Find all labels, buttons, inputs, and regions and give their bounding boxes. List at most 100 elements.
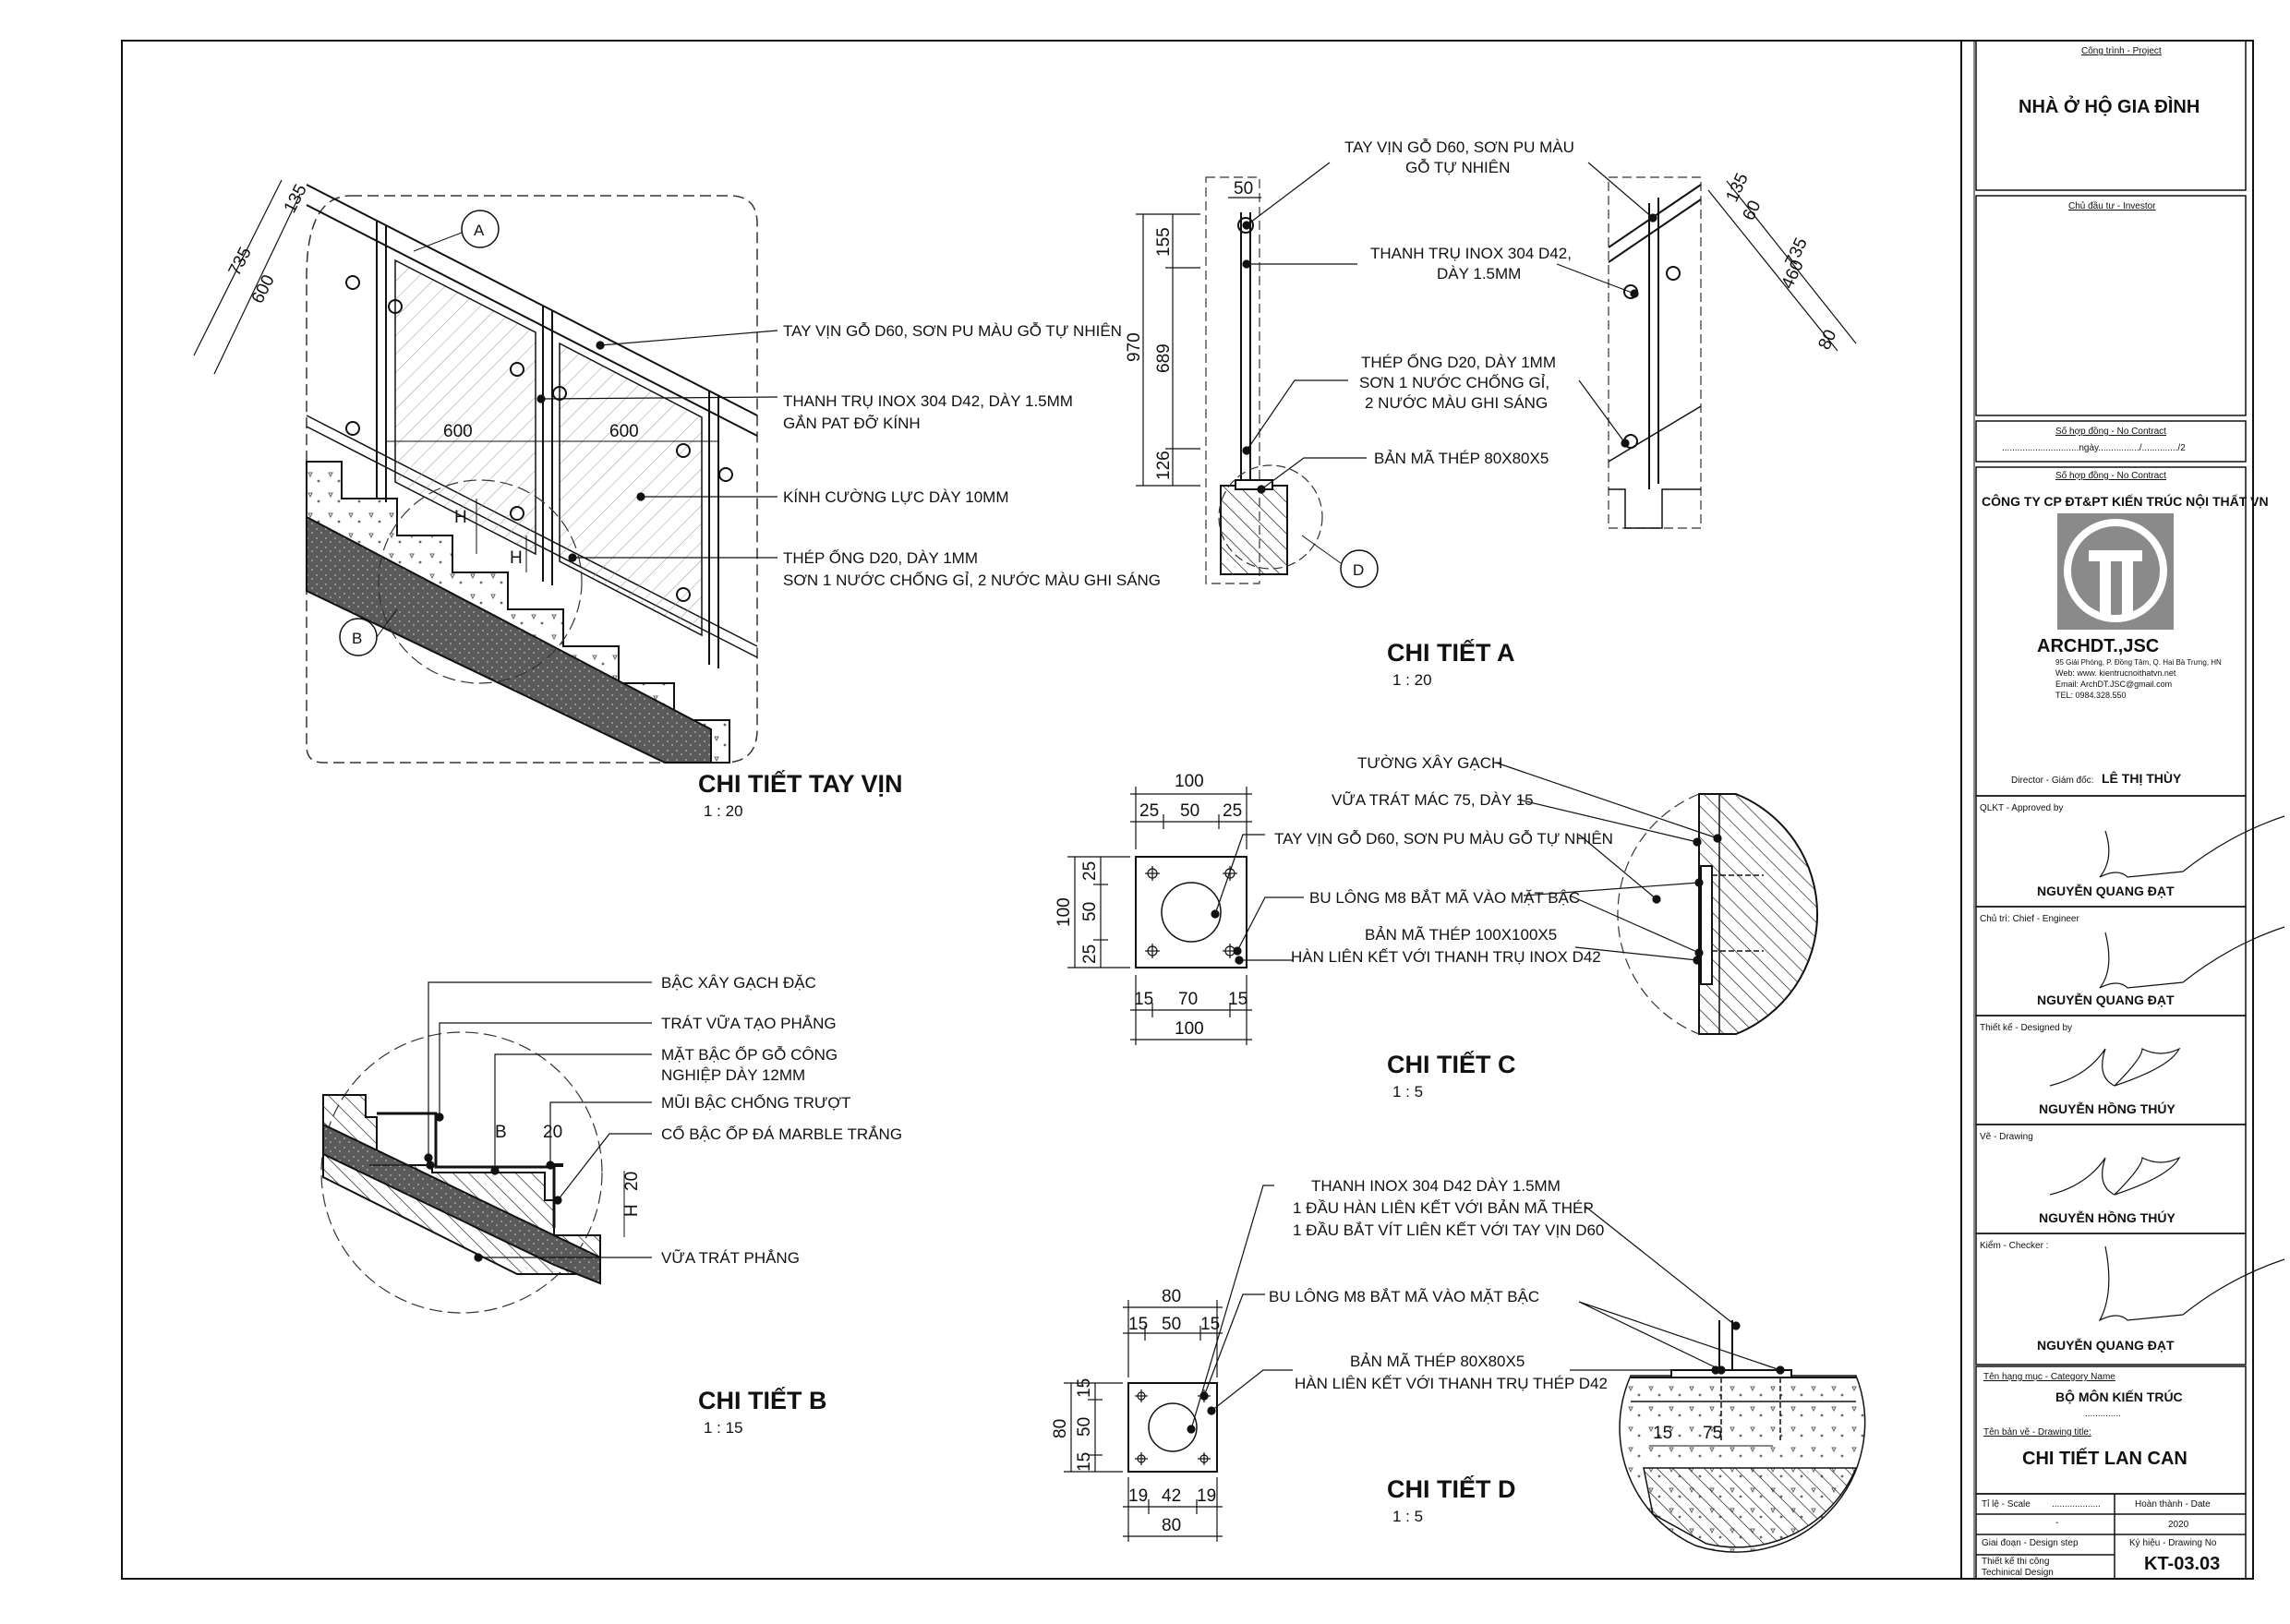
checker-label: Kiểm - Checker :	[1980, 1240, 2048, 1251]
detail-b: B 20 20 H BẬC XÂY GẠCH ĐẶC TRÁT VỮA TẠO …	[320, 974, 902, 1437]
checker-name: NGUYỄN QUANG ĐẠT	[2037, 1338, 2175, 1353]
company-address: 95 Giải Phóng, P. Đồng Tâm, Q. Hai Bà Tr…	[2055, 658, 2222, 667]
label-a-tube-3: 2 NƯỚC MÀU GHI SÁNG	[1365, 394, 1548, 412]
dim-d-bot-42: 42	[1162, 1486, 1181, 1506]
label-d-inox-3: 1 ĐẦU BẮT VÍT LIÊN KẾT VỚI TAY VỊN D60	[1293, 1221, 1604, 1239]
handrail-title: CHI TIẾT TAY VỊN	[698, 769, 903, 798]
approved-label: QLKT - Approved by	[1980, 803, 2063, 813]
label-c-plate-2: HÀN LIÊN KẾT VỚI THANH TRỤ INOX D42	[1291, 948, 1601, 966]
step-value-2: Techinical Design	[1982, 1568, 2054, 1578]
label-b-brick: BẬC XÂY GẠCH ĐẶC	[661, 974, 816, 992]
drawing-title: CHI TIẾT LAN CAN	[2022, 1448, 2188, 1469]
dim-600: 600	[248, 271, 279, 307]
company-name: CÔNG TY CP ĐT&PT KIẾN TRÚC NỘI THẤT VN	[1982, 493, 2269, 509]
label-a-post-2: DÀY 1.5MM	[1437, 265, 1521, 283]
chief-name: NGUYỄN QUANG ĐẠT	[2037, 992, 2175, 1007]
company-tel: TEL: 0984.328.550	[2055, 691, 2127, 700]
category-name: BỘ MÔN KIẾN TRÚC	[2055, 1389, 2183, 1404]
contract-date: ..............................ngày......…	[2002, 443, 2186, 453]
dim-135: 135	[281, 181, 311, 216]
dim-126: 126	[1154, 451, 1174, 480]
dim-d-bot-19a: 19	[1128, 1486, 1148, 1506]
company-web: Web: www. kientrucnoithatvn.net	[2055, 668, 2176, 678]
dim-c-left-50: 50	[1080, 902, 1100, 921]
dim-c-bot-70: 70	[1178, 990, 1198, 1009]
approved-signature	[2099, 815, 2285, 878]
tag-b: B	[352, 630, 362, 647]
scale-dots-2: -	[2055, 1518, 2058, 1528]
dim-h-1: H	[454, 508, 467, 527]
dim-c-top-50: 50	[1180, 801, 1199, 821]
label-a-handrail-1: TAY VỊN GỖ D60, SƠN PU MÀU	[1344, 138, 1574, 156]
span-600-a: 600	[443, 422, 473, 441]
label-c-plate-1: BẢN MÃ THÉP 100X100X5	[1365, 926, 1557, 944]
label-a-tube-2: SƠN 1 NƯỚC CHỐNG GỈ,	[1359, 373, 1549, 391]
dim-d-top-80: 80	[1162, 1287, 1181, 1306]
director-name: LÊ THỊ THÙY	[2102, 770, 2182, 786]
date-label: Hoàn thành - Date	[2135, 1499, 2211, 1510]
label-c-wall: TƯỜNG XÂY GẠCH	[1357, 754, 1502, 772]
detail-c: 100 25 50 25 100 25 50 25 15 70 15 100 T…	[1055, 754, 1819, 1101]
dim-c-bot-15b: 15	[1228, 990, 1247, 1009]
dim-h-2: H	[510, 548, 523, 568]
dim-20-b: 20	[622, 1172, 642, 1191]
step-value: Thiết kế thi công	[1982, 1556, 2049, 1567]
label-d-inox-2: 1 ĐẦU HÀN LIÊN KẾT VỚI BẢN MÃ THÉP	[1293, 1199, 1594, 1217]
dim-50: 50	[1234, 179, 1253, 198]
detail-d-scale: 1 : 5	[1392, 1508, 1423, 1525]
dim-d-top-15a: 15	[1128, 1315, 1148, 1334]
span-600-b: 600	[609, 422, 639, 441]
handrail-scale: 1 : 20	[704, 802, 743, 820]
category-label: Tên hạng mục - Category Name	[1983, 1372, 2115, 1382]
detail-a-scale: 1 : 20	[1392, 671, 1432, 689]
dim-735: 735	[225, 244, 256, 279]
label-d-bolt: BU LÔNG M8 BẮT MÃ VÀO MẶT BẬC	[1269, 1288, 1539, 1305]
label-d-inox-1: THANH INOX 304 D42 DÀY 1.5MM	[1311, 1177, 1561, 1195]
sheet-border	[121, 40, 2254, 1580]
dim-d-top-15b: 15	[1200, 1315, 1220, 1334]
chief-label: Chủ trì: Chief - Engineer	[1980, 913, 2079, 924]
designed-label: Thiết kế - Designed by	[1980, 1022, 2072, 1033]
label-d-plate-1: BẢN MÃ THÉP 80X80X5	[1350, 1353, 1525, 1370]
label-b-plaster: TRÁT VỮA TẠO PHẲNG	[661, 1015, 837, 1032]
director-label: Director - Giám đốc:	[2011, 775, 2093, 786]
label-steel-tube: THÉP ỐNG D20, DÀY 1MM	[783, 548, 978, 567]
drawing-name: NGUYỄN HỒNG THÚY	[2039, 1209, 2176, 1225]
contract-label: Số hợp đồng - No Contract	[2055, 426, 2166, 437]
category-dots: ..............	[2085, 1409, 2121, 1419]
tag-d: D	[1353, 561, 1364, 579]
dim-d-left-15b: 15	[1075, 1452, 1094, 1472]
detail-d-title: CHI TIẾT D	[1387, 1474, 1516, 1503]
project-name: NHÀ Ở HỘ GIA ĐÌNH	[2019, 95, 2200, 117]
label-b-finish: VỮA TRÁT PHẲNG	[661, 1249, 800, 1267]
scale-dots: ...................	[2052, 1499, 2101, 1510]
contract-label-2: Số hợp đồng - No Contract	[2055, 470, 2166, 481]
dim-r80: 80	[1814, 327, 1840, 353]
chief-signature	[2099, 926, 2285, 989]
dim-c-left-100: 100	[1055, 897, 1074, 927]
label-c-mortar: VỮA TRÁT MÁC 75, DÀY 15	[1332, 791, 1534, 809]
label-b-tread-2: NGHIỆP DÀY 12MM	[661, 1066, 805, 1084]
label-inox-post: THANH TRỤ INOX 304 D42, DÀY 1.5MM	[783, 392, 1073, 410]
dim-c-left-25a: 25	[1080, 861, 1100, 881]
dim-b: B	[495, 1123, 507, 1142]
brand-name: ARCHDT.,JSC	[2037, 636, 2159, 656]
drawing-no-label: Ký hiệu - Drawing No	[2129, 1538, 2217, 1548]
dim-d-side-15: 15	[1653, 1424, 1672, 1443]
detail-b-scale: 1 : 15	[704, 1419, 743, 1437]
detail-b-title: CHI TIẾT B	[698, 1386, 827, 1414]
label-a-post-1: THANH TRỤ INOX 304 D42,	[1370, 245, 1572, 262]
label-glass-bracket: GẮN PAT ĐỠ KÍNH	[783, 415, 921, 432]
dim-c-top-100: 100	[1175, 772, 1204, 791]
drawing-signature	[2049, 1156, 2181, 1196]
tag-a: A	[474, 222, 485, 239]
dim-c-bot-100: 100	[1175, 1019, 1204, 1039]
drawing-number: KT-03.03	[2144, 1554, 2220, 1574]
checker-signature	[2098, 1245, 2285, 1322]
label-b-tread-1: MẶT BẬC ỐP GỖ CÔNG	[661, 1045, 838, 1064]
project-label: Công trình - Project	[2081, 46, 2162, 56]
label-c-handrail: TAY VỊN GỖ D60, SƠN PU MÀU GỖ TỰ NHIÊN	[1274, 830, 1613, 848]
company-email: Email: ArchDT.JSC@gmail.com	[2055, 680, 2172, 689]
date-value: 2020	[2168, 1520, 2189, 1530]
